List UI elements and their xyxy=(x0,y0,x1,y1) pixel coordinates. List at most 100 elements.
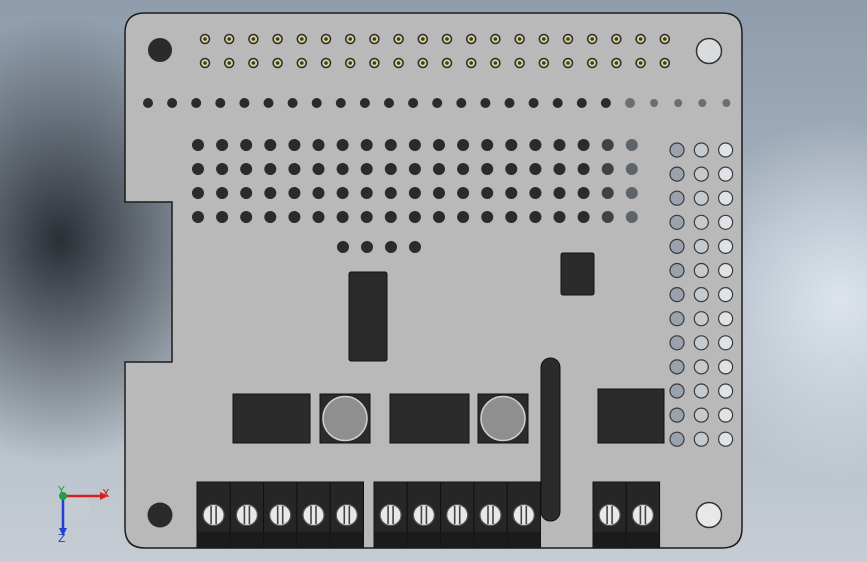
header-pin-hole xyxy=(348,61,353,65)
header-pin-hole xyxy=(469,37,474,41)
screw-head xyxy=(235,503,258,527)
header-pin-hole xyxy=(590,37,594,41)
side-hole xyxy=(669,238,685,254)
header-pin-hole xyxy=(638,61,643,65)
header-pin-hole xyxy=(566,61,570,65)
ic-chip-small[interactable] xyxy=(560,252,595,296)
ic-chip-tall[interactable] xyxy=(348,271,388,362)
via-hole xyxy=(650,99,659,107)
side-hole xyxy=(717,190,734,206)
side-hole xyxy=(717,262,734,279)
proto-hole xyxy=(505,187,518,199)
via-hole xyxy=(674,99,683,107)
screw-terminals[interactable] xyxy=(196,481,661,549)
terminal-base xyxy=(507,532,541,548)
header-pin-hole xyxy=(251,37,256,41)
proto-hole xyxy=(337,241,349,253)
screw-head xyxy=(335,503,358,527)
proto-hole xyxy=(312,139,325,151)
terminal-base xyxy=(440,532,474,548)
proto-hole xyxy=(577,211,590,223)
side-hole xyxy=(669,190,685,206)
header-pin-hole xyxy=(372,61,377,65)
header-pin-hole xyxy=(445,37,449,41)
proto-hole xyxy=(457,211,470,223)
via-hole xyxy=(335,98,346,108)
proto-hole xyxy=(288,211,301,223)
proto-hole xyxy=(601,187,614,199)
screw-head xyxy=(202,503,225,527)
proto-hole xyxy=(264,163,277,175)
terminal-base xyxy=(230,532,264,548)
proto-hole xyxy=(216,163,229,175)
proto-hole xyxy=(577,139,590,151)
header-pin-hole xyxy=(203,37,207,41)
mount-hole-bottom-right xyxy=(695,501,723,529)
via-hole xyxy=(576,98,587,108)
proto-hole xyxy=(481,163,494,175)
screw-head xyxy=(412,503,435,527)
screw-head xyxy=(598,503,621,527)
via-hole xyxy=(384,98,394,108)
proto-hole xyxy=(216,139,229,151)
via-hole xyxy=(480,98,491,108)
via-hole xyxy=(432,98,443,108)
mount-hole-top-left xyxy=(148,38,172,62)
screw-head xyxy=(479,503,502,527)
proto-hole xyxy=(433,187,445,199)
proto-hole xyxy=(336,187,349,199)
proto-hole xyxy=(481,187,494,199)
axis-y-label: Y xyxy=(57,484,65,497)
screw-head xyxy=(269,503,292,527)
pcb-board[interactable] xyxy=(124,12,743,549)
proto-hole xyxy=(216,211,229,223)
proto-hole xyxy=(264,187,277,199)
side-hole xyxy=(669,166,685,182)
prototyping-grid xyxy=(192,139,638,223)
ic-chip-square[interactable] xyxy=(597,388,665,444)
proto-hole xyxy=(240,187,253,199)
inductor-right[interactable] xyxy=(389,393,470,444)
capacitor-right[interactable] xyxy=(477,393,529,444)
side-hole xyxy=(717,214,734,230)
proto-hole xyxy=(529,139,542,151)
side-hole xyxy=(669,262,685,279)
side-hole xyxy=(693,407,709,423)
terminal-base xyxy=(296,532,331,548)
proto-hole xyxy=(625,139,638,151)
header-pin-hole xyxy=(663,61,667,65)
proto-hole xyxy=(288,187,301,199)
proto-hole xyxy=(192,187,204,199)
proto-hole xyxy=(384,139,397,151)
header-pin-hole xyxy=(251,61,256,65)
header-pin-hole xyxy=(614,61,619,65)
proto-hole xyxy=(601,163,614,175)
antenna-slot[interactable] xyxy=(540,357,561,522)
proto-hole xyxy=(433,139,445,151)
via-hole xyxy=(239,98,250,108)
proto-hole xyxy=(360,163,373,175)
side-hole xyxy=(693,359,709,375)
side-hole xyxy=(717,383,734,399)
proto-hole xyxy=(553,139,566,151)
capacitor-left[interactable] xyxy=(319,393,371,444)
header-pin-hole xyxy=(542,37,546,41)
proto-hole xyxy=(312,163,325,175)
proto-hole xyxy=(601,211,614,223)
header-pin-hole xyxy=(614,37,619,41)
proto-hole xyxy=(240,163,253,175)
via-hole xyxy=(408,98,419,108)
side-hole xyxy=(717,335,734,351)
via-hole xyxy=(143,98,153,108)
terminal-base xyxy=(263,532,297,548)
inductor-left[interactable] xyxy=(232,393,311,444)
proto-hole xyxy=(240,211,253,223)
proto-hole xyxy=(433,211,445,223)
header-pin-hole xyxy=(300,37,304,41)
proto-hole xyxy=(312,211,325,223)
side-hole-grid xyxy=(669,142,734,447)
side-hole xyxy=(693,383,709,399)
proto-hole xyxy=(529,187,542,199)
